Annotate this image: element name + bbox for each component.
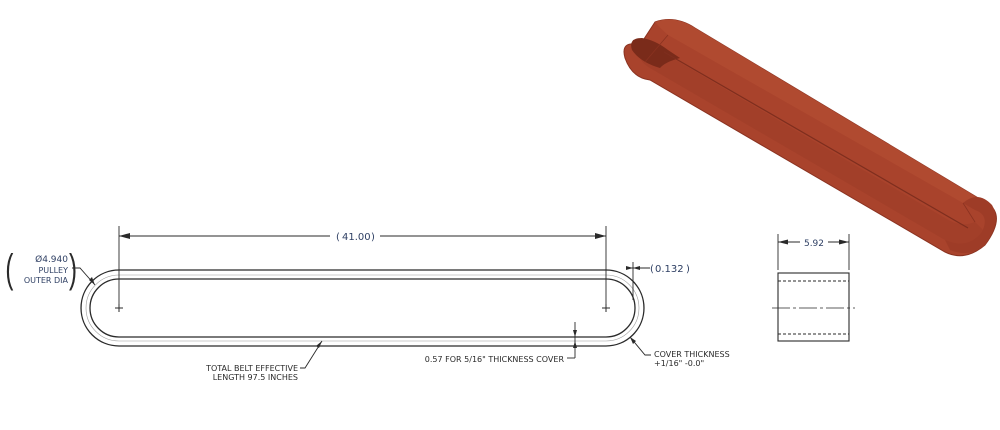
isometric-belt-view (623, 19, 997, 257)
side-view (772, 234, 855, 342)
iso-belt-seam (663, 51, 969, 229)
cover-note: 0.57 FOR 5/16" THICKNESS COVER (425, 355, 565, 364)
belt-inner-edge (89, 278, 636, 338)
cover-thickness-note-line1: COVER THICKNESS (654, 350, 730, 359)
side-width-dimension: 5.92 (804, 239, 824, 249)
svg-text:): ) (686, 264, 690, 275)
cover-thickness-leader (629, 336, 651, 356)
belt-outer-edge (80, 269, 645, 347)
right-pulley-center-mark (602, 304, 610, 312)
belt-cover-line (85, 274, 640, 342)
belt-thickness-dimension: 0.132 (655, 264, 684, 275)
belt-length-note-line2: LENGTH 97.5 INCHES (213, 373, 298, 382)
bracket-close-pulley: ) (69, 246, 77, 291)
pulley-caption-line1: PULLEY (38, 266, 68, 275)
center-distance-dimension: 41.00 (342, 232, 371, 243)
pulley-diameter-dimension: Ø4.940 (35, 254, 68, 265)
cover-thickness-note-line2: +1/16" -0.0" (654, 359, 704, 368)
iso-belt-inner-opening (631, 38, 680, 68)
side-view-outline (777, 272, 850, 342)
iso-belt-front-face (639, 45, 985, 245)
svg-text:(: ( (650, 264, 654, 275)
left-pulley-center-mark (115, 304, 123, 312)
belt-length-note-line1: TOTAL BELT EFFECTIVE (205, 364, 298, 373)
front-view (72, 226, 651, 369)
bracket-left: ( (336, 232, 340, 243)
belt-length-leader (300, 340, 323, 369)
bracket-open-pulley: ( (5, 246, 13, 291)
iso-belt-right-end (945, 196, 996, 254)
svg-text:): ) (371, 232, 375, 243)
pulley-caption-line2: OUTER DIA (24, 276, 69, 285)
iso-belt-top-face (655, 19, 990, 205)
